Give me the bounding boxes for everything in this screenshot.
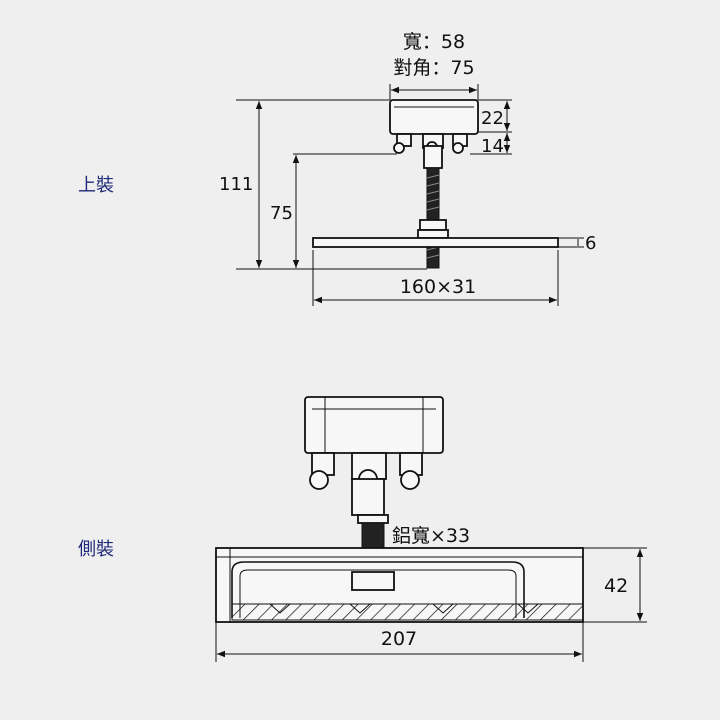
- profile-base-hatch: [231, 603, 584, 621]
- diagonal-label: 對角：75: [393, 57, 474, 79]
- stem-block: [423, 145, 443, 169]
- side-mount-drawing: 鋁寬×33 42 207: [215, 396, 647, 662]
- aluminum-width-label: 鋁寬×33: [392, 525, 470, 547]
- side-stem-block: [351, 478, 385, 516]
- width-label: 寬：58: [403, 31, 465, 53]
- side-wheel-right: [400, 470, 420, 490]
- top-mount-drawing: 寬：58 對角：75 22 14: [219, 31, 596, 306]
- section-label-top-mount: 上裝: [78, 175, 114, 196]
- nut-upper: [419, 219, 447, 231]
- dim-111-label: 111: [219, 174, 253, 195]
- wheel-right: [452, 142, 464, 154]
- bolt-heads: [268, 603, 540, 614]
- nut-lower: [417, 229, 449, 239]
- side-sensor-head: [304, 396, 444, 454]
- side-rod-collar: [357, 514, 389, 524]
- dim-14-label: 14: [481, 136, 504, 157]
- mounting-plate: [312, 237, 559, 248]
- u-bracket-outer: [231, 561, 525, 618]
- dim-22-label: 22: [481, 108, 504, 129]
- dim-75-label: 75: [270, 203, 293, 224]
- wheel-left: [393, 142, 405, 154]
- dim-6-label: 6: [585, 233, 596, 254]
- section-label-side-mount: 側裝: [78, 539, 114, 560]
- dim-207-label: 207: [381, 628, 417, 650]
- sensor-head: [389, 99, 479, 135]
- side-wheel-left: [309, 470, 329, 490]
- side-nut: [351, 571, 395, 591]
- u-bracket-inner: [239, 569, 517, 618]
- dim-42-label: 42: [604, 575, 628, 597]
- dim-plate-label: 160×31: [400, 276, 476, 298]
